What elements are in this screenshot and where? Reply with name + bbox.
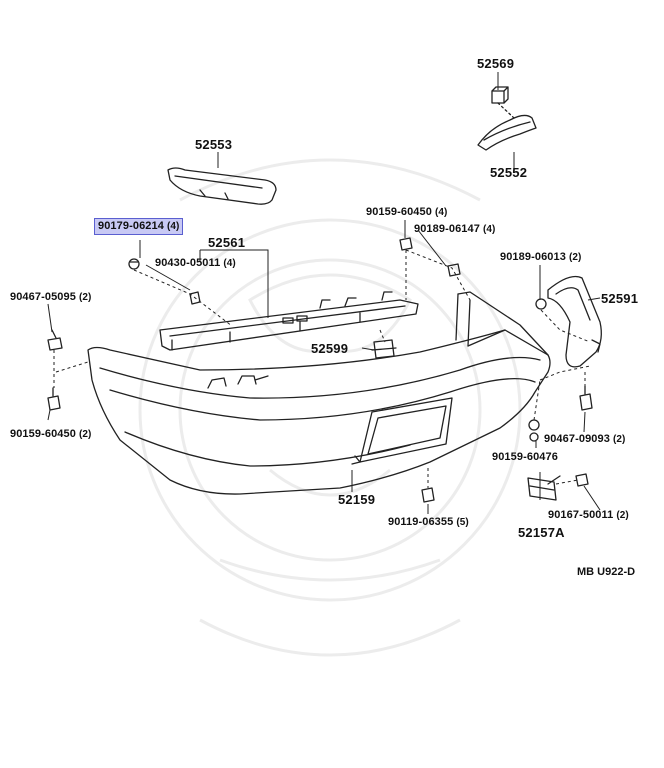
- label-90159-60450-left[interactable]: 90159-60450(2): [10, 428, 92, 440]
- label-52599[interactable]: 52599: [311, 341, 349, 356]
- label-90179-06214-highlighted[interactable]: 90179-06214(4): [94, 218, 184, 235]
- label-52157A[interactable]: 52157A: [518, 525, 565, 540]
- label-90467-09093[interactable]: 90467-09093(2): [544, 433, 626, 445]
- label-52569[interactable]: 52569: [477, 56, 515, 71]
- label-52561[interactable]: 52561: [208, 235, 246, 250]
- label-90119-06355[interactable]: 90119-06355(5): [388, 516, 469, 528]
- label-90189-06013[interactable]: 90189-06013(2): [500, 251, 582, 263]
- part-52591-shape: [547, 275, 602, 368]
- label-52553[interactable]: 52553: [195, 137, 233, 152]
- label-90159-60450-top[interactable]: 90159-60450(4): [366, 206, 448, 218]
- part-52553-shape: [167, 167, 277, 205]
- label-52159[interactable]: 52159: [338, 492, 376, 507]
- label-52552[interactable]: 52552: [490, 165, 528, 180]
- part-52599-shape: [373, 339, 395, 359]
- label-90159-60476[interactable]: 90159-60476: [492, 451, 558, 463]
- label-90189-06147[interactable]: 90189-06147(4): [414, 223, 496, 235]
- fastener-shapes: [47, 237, 593, 503]
- part-52159-shape: [87, 329, 551, 495]
- part-52552-shape: [477, 114, 537, 151]
- part-52569-shape: [491, 90, 505, 104]
- diagram-code: MB U922-D: [577, 566, 636, 578]
- label-90430-05011[interactable]: 90430-05011(4): [155, 257, 236, 269]
- part-52157A-shape: [527, 477, 557, 501]
- label-90467-05095[interactable]: 90467-05095(2): [10, 291, 92, 303]
- part-52561-shape: [159, 299, 419, 351]
- watermark-emblem: [138, 158, 522, 657]
- label-52591[interactable]: 52591: [601, 291, 639, 306]
- label-90167-50011[interactable]: 90167-50011(2): [548, 509, 629, 521]
